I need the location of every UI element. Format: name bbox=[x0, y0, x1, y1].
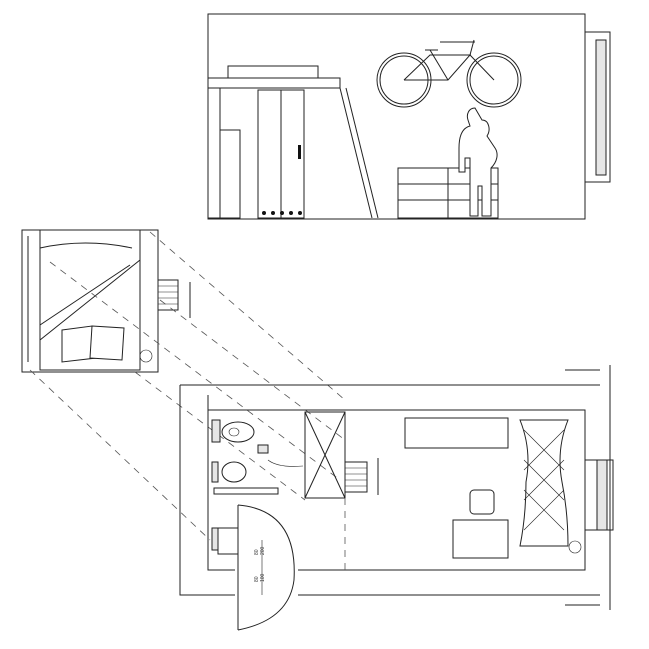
dimension-label: 80 bbox=[254, 549, 260, 555]
pillow bbox=[89, 325, 125, 361]
dimension-label: 80 bbox=[254, 576, 260, 582]
door-swing bbox=[237, 504, 295, 631]
dimension-label: 200 bbox=[260, 546, 266, 555]
kitchen-sink-icon bbox=[217, 527, 239, 555]
hammock bbox=[519, 419, 569, 547]
fan-icon bbox=[568, 540, 582, 554]
fan-icon bbox=[139, 349, 153, 363]
chair bbox=[469, 489, 495, 515]
sink-icon bbox=[221, 461, 247, 483]
loft-bed bbox=[39, 229, 141, 371]
bicycle-icon bbox=[376, 39, 522, 108]
ladder-plan bbox=[344, 461, 368, 493]
wardrobe-vents bbox=[262, 211, 302, 215]
desk bbox=[452, 519, 509, 559]
floor-plan: 200 80 100 80 bbox=[179, 365, 614, 631]
ladder-top bbox=[157, 279, 179, 311]
section-view bbox=[207, 13, 611, 220]
toilet-icon bbox=[221, 421, 255, 443]
shelf-unit bbox=[404, 417, 509, 449]
shelf bbox=[213, 487, 279, 495]
loft-plan bbox=[21, 229, 191, 373]
dimension-label: 100 bbox=[260, 573, 266, 582]
projection-lines bbox=[29, 231, 346, 541]
person-silhouette bbox=[458, 107, 498, 217]
ladder bbox=[339, 87, 373, 219]
drain bbox=[257, 444, 269, 454]
loft-mattress bbox=[227, 65, 319, 79]
shower bbox=[304, 411, 346, 499]
